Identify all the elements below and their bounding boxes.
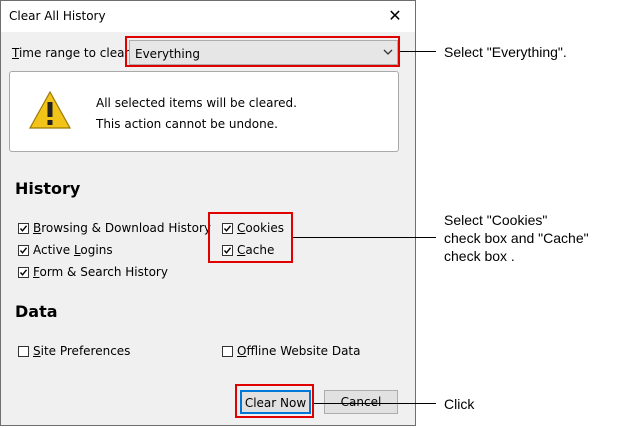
- title-bar: Clear All History ✕: [1, 1, 415, 32]
- checkbox-box[interactable]: [18, 345, 29, 357]
- checkbox-label: Offline Website Data: [237, 344, 361, 358]
- chevron-down-icon: [383, 49, 393, 55]
- checkbox-box[interactable]: [18, 244, 29, 256]
- dialog-title: Clear All History: [9, 9, 106, 23]
- clear-history-dialog: Clear All History ✕ Time range to clear:…: [0, 0, 416, 426]
- annotation-cookies-line-3: check box .: [444, 248, 515, 264]
- checkbox-box[interactable]: [18, 222, 29, 234]
- annotation-cookies-line-1: Select "Cookies": [444, 212, 548, 228]
- time-range-select[interactable]: Everything: [129, 40, 398, 65]
- checkbox-label: Site Preferences: [33, 344, 131, 358]
- cookies-checkbox[interactable]: Cookies: [222, 221, 284, 235]
- warning-icon: [28, 90, 72, 129]
- checkbox-label: Cache: [237, 243, 275, 257]
- check-icon: [19, 268, 28, 276]
- annotation-cookies-line-2: check box and "Cache": [444, 230, 589, 246]
- checkbox-box[interactable]: [222, 244, 233, 256]
- check-icon: [19, 224, 28, 232]
- warning-box: All selected items will be cleared. This…: [9, 71, 399, 152]
- checkbox-label: Form & Search History: [33, 265, 168, 279]
- cancel-button[interactable]: Cancel: [324, 390, 398, 414]
- checkbox-box[interactable]: [222, 222, 233, 234]
- annotation-click: Click: [444, 396, 475, 412]
- checkbox-box[interactable]: [222, 345, 233, 357]
- site-preferences-checkbox[interactable]: Site Preferences: [18, 344, 130, 358]
- time-range-value: Everything: [135, 47, 200, 61]
- form-search-history-checkbox[interactable]: Form & Search History: [18, 265, 168, 279]
- callout-line-click: [314, 403, 436, 404]
- warning-line-2: This action cannot be undone.: [96, 117, 278, 131]
- annotation-select: Select "Everything".: [444, 44, 567, 60]
- checkbox-label: Browsing & Download History: [33, 221, 212, 235]
- close-icon[interactable]: ✕: [388, 6, 402, 25]
- check-icon: [19, 246, 28, 254]
- warning-line-1: All selected items will be cleared.: [96, 96, 297, 110]
- data-heading: Data: [15, 302, 58, 321]
- active-logins-checkbox[interactable]: Active Logins: [18, 243, 113, 257]
- browsing-download-history-checkbox[interactable]: Browsing & Download History: [18, 221, 211, 235]
- checkbox-label: Active Logins: [33, 243, 113, 257]
- checkbox-label: Cookies: [237, 221, 284, 235]
- checkbox-box[interactable]: [18, 266, 29, 278]
- highlight-clear-now: [235, 384, 314, 418]
- time-range-label: Time range to clear:: [12, 46, 134, 60]
- check-icon: [223, 224, 232, 232]
- callout-line-cookies: [293, 237, 436, 238]
- clear-now-button[interactable]: Clear Now: [240, 390, 311, 414]
- highlight-time-range: [125, 36, 400, 67]
- cache-checkbox[interactable]: Cache: [222, 243, 274, 257]
- callout-line-select: [400, 51, 436, 52]
- highlight-cookies-cache: [208, 212, 293, 263]
- offline-website-data-checkbox[interactable]: Offline Website Data: [222, 344, 361, 358]
- history-heading: History: [15, 179, 81, 198]
- check-icon: [223, 246, 232, 254]
